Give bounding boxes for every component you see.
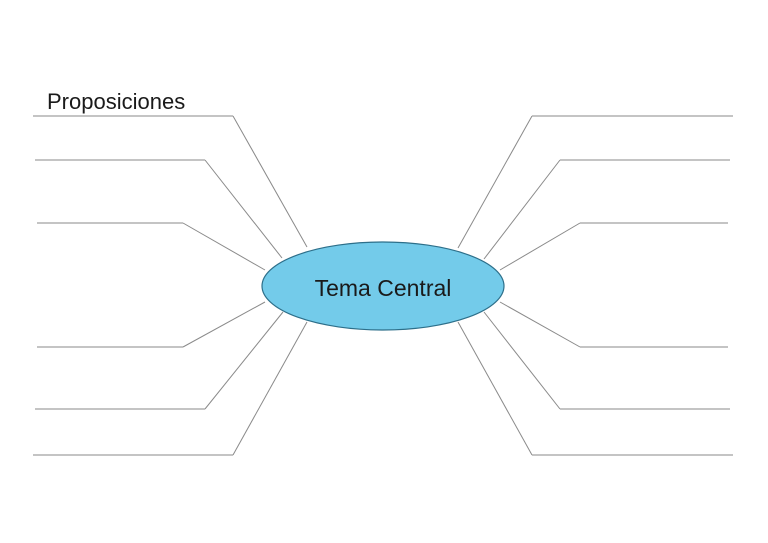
right-branch-3-connector xyxy=(499,222,581,271)
left-branch-1 xyxy=(33,115,308,248)
central-topic-node: Tema Central xyxy=(261,241,505,331)
right-branch-4-connector xyxy=(499,301,581,348)
right-branch-1-connector xyxy=(457,115,533,249)
right-branches xyxy=(457,115,733,456)
right-branch-6-connector xyxy=(457,321,533,456)
right-branch-6 xyxy=(457,321,733,456)
proposiciones-heading: Proposiciones xyxy=(47,89,185,114)
left-branch-3-connector xyxy=(182,222,266,271)
right-branch-5 xyxy=(483,311,730,410)
left-branches xyxy=(33,115,308,456)
left-branch-1-connector xyxy=(232,115,308,248)
left-branch-6 xyxy=(33,321,308,456)
right-branch-3 xyxy=(499,222,728,271)
left-branch-6-connector xyxy=(232,321,308,456)
left-branch-3 xyxy=(37,222,266,271)
central-topic-ellipse xyxy=(261,241,505,331)
left-branch-2-connector xyxy=(204,159,283,259)
right-branch-4 xyxy=(499,301,728,348)
left-branch-4 xyxy=(37,301,266,348)
right-branch-1 xyxy=(457,115,733,249)
left-branch-2 xyxy=(35,159,283,259)
left-branch-5 xyxy=(35,311,284,410)
central-topic-label: Tema Central xyxy=(315,275,452,301)
left-branch-4-connector xyxy=(182,301,266,348)
right-branch-5-connector xyxy=(483,311,561,410)
right-branch-2 xyxy=(483,159,730,260)
left-branch-5-connector xyxy=(204,311,284,410)
right-branch-2-connector xyxy=(483,159,561,260)
